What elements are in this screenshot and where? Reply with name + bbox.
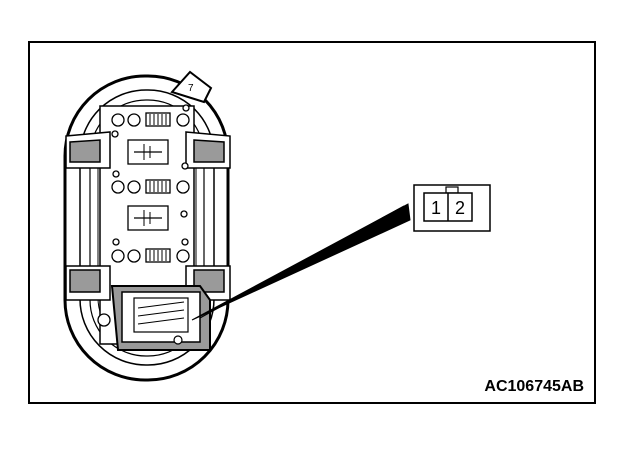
- pin-1-label: 1: [431, 198, 441, 218]
- terminal-hatching: [143, 114, 167, 261]
- top-tab: [170, 70, 213, 104]
- harness-connector: [97, 285, 211, 351]
- figure-code: AC106745AB: [484, 378, 584, 395]
- left-latches: [65, 131, 111, 301]
- figure-frame: [28, 41, 596, 404]
- connector-face-callout: 1 2: [413, 184, 491, 232]
- svg-text:7: 7: [188, 83, 194, 94]
- pin-2-label: 2: [455, 198, 465, 218]
